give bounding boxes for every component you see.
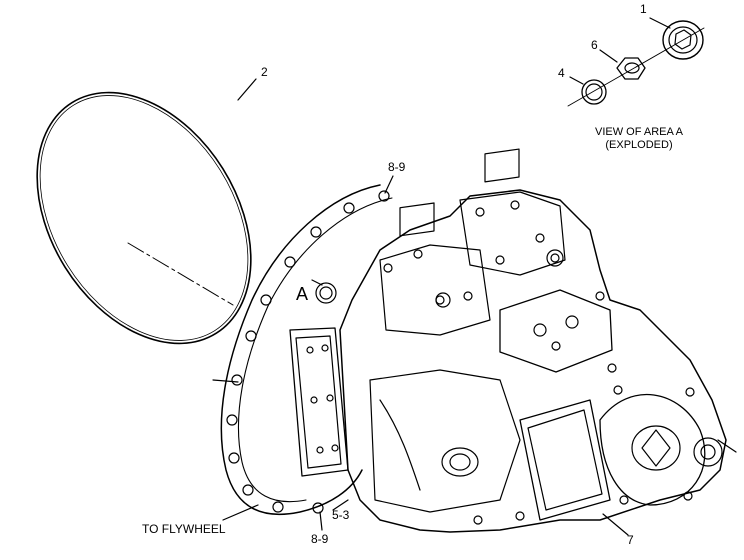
callout-1: 1 xyxy=(640,2,647,16)
leader-7 xyxy=(602,513,629,536)
callout-5-3: 5-3 xyxy=(332,508,350,522)
pump-body xyxy=(339,148,727,533)
to-flywheel-label: TO FLYWHEEL xyxy=(142,522,226,536)
leader-8-9-bottom xyxy=(319,511,323,531)
leader-8-9-top xyxy=(384,175,394,194)
callout-4: 4 xyxy=(558,66,565,80)
callout-8-9-top: 8-9 xyxy=(388,160,406,174)
view-caption-line2: (EXPLODED) xyxy=(605,139,673,151)
callout-2: 2 xyxy=(261,65,268,79)
leader-5-3 xyxy=(332,499,349,511)
cover-plate xyxy=(289,327,349,477)
area-a-marker: A xyxy=(296,284,309,304)
port-a xyxy=(311,279,337,304)
gear-pump-part-7 xyxy=(519,385,737,521)
leader-to-flywheel xyxy=(222,504,259,521)
mounting-flange xyxy=(212,184,393,516)
view-caption-line1: VIEW OF AREA A xyxy=(594,126,684,138)
leader-2 xyxy=(237,78,257,101)
o-ring-part-2 xyxy=(36,91,252,345)
view-caption: VIEW OF AREA A (EXPLODED) xyxy=(584,126,694,152)
callout-7: 7 xyxy=(627,533,634,547)
exploded-view-area-a xyxy=(567,17,705,107)
callout-8-9-bottom: 8-9 xyxy=(311,532,329,546)
callout-6: 6 xyxy=(591,38,598,52)
ring-axis-line xyxy=(127,242,234,306)
